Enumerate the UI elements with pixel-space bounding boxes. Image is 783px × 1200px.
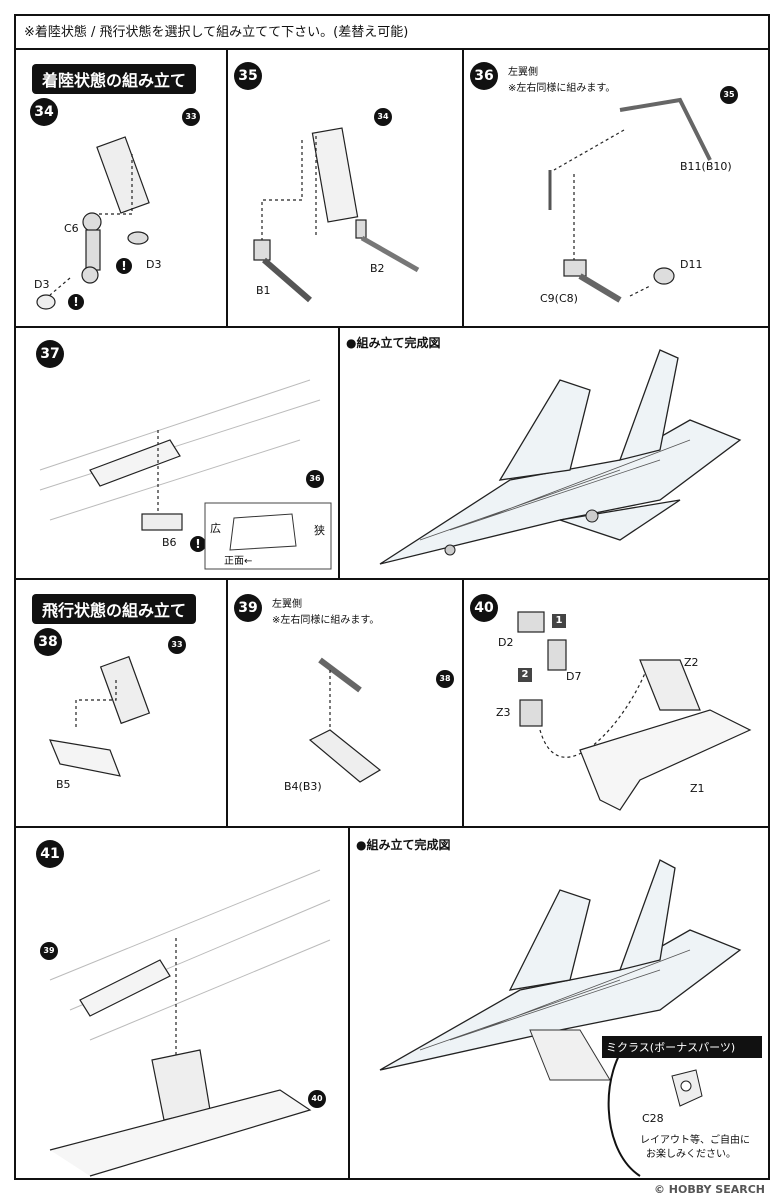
divider-row1 bbox=[16, 326, 768, 328]
bonus-parts-panel: ミクラス(ボーナスパーツ) C28 レイアウト等、ご自由に お楽しみください。 bbox=[600, 1030, 764, 1178]
part-d3-label-right: D3 bbox=[146, 258, 162, 271]
divider-v6 bbox=[348, 826, 350, 1180]
part-c9-label: C9(C8) bbox=[540, 292, 578, 305]
step-36-number: 36 bbox=[470, 62, 498, 90]
step-37-diagram bbox=[39, 379, 321, 531]
step-39-number: 39 bbox=[234, 594, 262, 622]
page-frame bbox=[14, 14, 770, 1180]
landing-section-header: 着陸状態の組み立て bbox=[32, 64, 197, 94]
step-41-ref-badge-39: 39 bbox=[40, 942, 58, 960]
step-40-number: 40 bbox=[470, 594, 498, 622]
part-z1-label: Z1 bbox=[690, 782, 705, 795]
bonus-part-label: C28 bbox=[642, 1112, 664, 1125]
part-b6-label: B6 bbox=[162, 536, 177, 549]
step-34-number: 34 bbox=[30, 98, 58, 126]
part-b11-label: B11(B10) bbox=[680, 160, 732, 173]
hobby-search-watermark: © HOBBY SEARCH bbox=[653, 1183, 765, 1196]
warning-icon: ! bbox=[116, 258, 132, 274]
step-38-ref-badge: 33 bbox=[168, 636, 186, 654]
step-34-ref-badge: 33 bbox=[182, 108, 200, 126]
bonus-note-line1: レイアウト等、ご自由に bbox=[640, 1135, 750, 1146]
step-41-ref-badge-40: 40 bbox=[308, 1090, 326, 1108]
part-b5-label: B5 bbox=[56, 778, 71, 791]
divider-row3 bbox=[16, 826, 768, 828]
b6-orientation-box bbox=[204, 502, 332, 570]
step-39-diagram bbox=[308, 657, 382, 783]
divider-v2 bbox=[462, 50, 464, 326]
step-36-note: ※左右同様に組みます。 bbox=[508, 83, 616, 94]
step-35-diagram bbox=[253, 127, 420, 303]
step-35-number: 35 bbox=[234, 62, 262, 90]
completed-flight-aircraft bbox=[379, 859, 742, 1081]
order-badge-2: 2 bbox=[518, 668, 532, 682]
part-z2-label: Z2 bbox=[684, 656, 699, 669]
step-38-number: 38 bbox=[34, 628, 62, 656]
bonus-figure-c28 bbox=[671, 1069, 703, 1107]
divider-v4 bbox=[226, 578, 228, 826]
part-b2-label: B2 bbox=[370, 262, 385, 275]
step-39-note: ※左右同様に組みます。 bbox=[272, 615, 380, 626]
bonus-title: ミクラス(ボーナスパーツ) bbox=[602, 1036, 762, 1058]
part-d7-label: D7 bbox=[566, 670, 582, 683]
warning-icon: ! bbox=[190, 536, 206, 552]
step-34-diagram bbox=[36, 136, 150, 310]
divider-v3 bbox=[338, 326, 340, 578]
step-38-diagram bbox=[49, 655, 151, 777]
step-41-diagram bbox=[49, 869, 331, 1177]
completed-figure-label: ●組み立て完成図 bbox=[356, 838, 451, 852]
step-37-ref-badge: 36 bbox=[306, 470, 324, 488]
top-note: ※着陸状態 / 飛行状態を選択して組み立てて下さい。(差替え可能) bbox=[16, 16, 768, 50]
label-narrow: 狭 bbox=[314, 524, 325, 537]
flight-section-header: 飛行状態の組み立て bbox=[32, 594, 197, 624]
part-c6-label: C6 bbox=[64, 222, 79, 235]
step-39-ref-badge: 38 bbox=[436, 670, 454, 688]
divider-v1 bbox=[226, 50, 228, 326]
bonus-note-line2: お楽しみください。 bbox=[646, 1149, 736, 1160]
label-wide: 広 bbox=[210, 522, 221, 535]
step-37-number: 37 bbox=[36, 340, 64, 368]
step-36-side: 左翼側 bbox=[508, 67, 538, 78]
step-40-diagram bbox=[517, 611, 752, 811]
divider-row2 bbox=[16, 578, 768, 580]
step-39-side: 左翼側 bbox=[272, 599, 302, 610]
step-36-ref-badge: 35 bbox=[720, 86, 738, 104]
part-d11-label: D11 bbox=[680, 258, 703, 271]
part-b4-label: B4(B3) bbox=[284, 780, 322, 793]
step-35-ref-badge: 34 bbox=[374, 108, 392, 126]
divider-v5 bbox=[462, 578, 464, 826]
step-41-number: 41 bbox=[36, 840, 64, 868]
part-d3-label-left: D3 bbox=[34, 278, 50, 291]
part-z3-label: Z3 bbox=[496, 706, 511, 719]
step-36-diagram bbox=[548, 97, 712, 303]
part-d2-label: D2 bbox=[498, 636, 514, 649]
label-front: 正面← bbox=[224, 556, 253, 567]
part-b1-label: B1 bbox=[256, 284, 271, 297]
order-badge-1: 1 bbox=[552, 614, 566, 628]
warning-icon: ! bbox=[68, 294, 84, 310]
completed-figure-label: ●組み立て完成図 bbox=[346, 336, 441, 350]
completed-landing-aircraft bbox=[379, 349, 742, 565]
